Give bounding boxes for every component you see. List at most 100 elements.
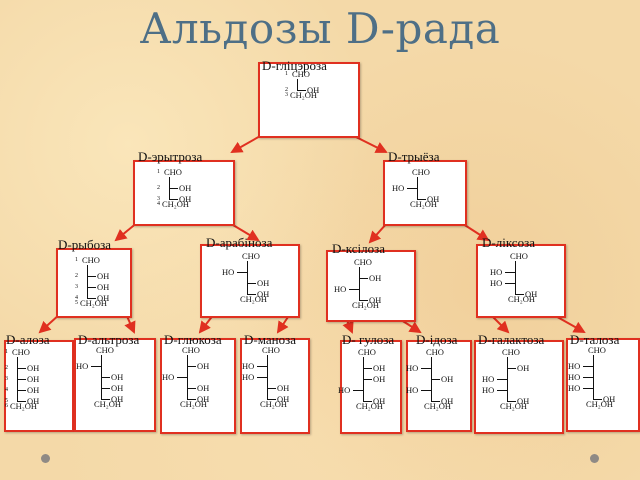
ribose-bond-3	[87, 286, 96, 288]
mannose-box[interactable]	[240, 338, 310, 434]
glucose-oh-2: OH	[197, 360, 210, 371]
mannose-ho-2: HO	[242, 360, 255, 371]
mannose-oh-5: OH	[277, 393, 290, 404]
galactose-oh-5: OH	[517, 395, 530, 406]
allose-bond-3	[17, 378, 26, 380]
ribose-num-last: 5	[75, 300, 78, 306]
talose-ho-3: HO	[568, 371, 581, 382]
glyceraldehyde-oh-2: OH	[307, 84, 320, 95]
xylose-cho: CHO	[354, 257, 372, 267]
xylose-bond-2	[359, 277, 368, 279]
erythrose-num-last: 4	[157, 201, 160, 207]
slide-nav-next-dot[interactable]	[590, 454, 599, 463]
mannose-oh-4: OH	[277, 382, 290, 393]
ribose-num-4: 4	[75, 294, 78, 301]
altrose-oh-4: OH	[111, 382, 124, 393]
altrose-oh-3: OH	[111, 371, 124, 382]
arabinose-ch2oh: CH₂OH	[240, 294, 268, 304]
erythrose-box[interactable]	[133, 160, 235, 226]
erythrose-oh-2: OH	[179, 182, 192, 193]
ribose-box[interactable]	[56, 248, 132, 318]
erythrose-cho: CHO	[164, 167, 182, 177]
ribose-num-1: 1	[75, 257, 78, 263]
gulose-bond-2	[363, 367, 372, 369]
threose-box[interactable]	[383, 160, 467, 226]
lyxose-box[interactable]	[476, 244, 566, 318]
idose-ho-4: HO	[406, 384, 419, 395]
talose-ho-2: HO	[568, 360, 581, 371]
lyxose-ch2oh: CH₂OH	[508, 294, 536, 304]
threose-label: D-трыёза	[388, 149, 440, 164]
idose-bond-2	[421, 367, 431, 369]
arabinose-box[interactable]	[200, 244, 300, 318]
page-title: Альдозы D-рада	[139, 4, 501, 53]
gulose-label: D- гулоза	[342, 332, 395, 347]
mannose-bond-5	[267, 398, 276, 400]
arabinose-label: D-арабіноза	[206, 235, 273, 250]
glyceraldehyde-cho: CHO	[292, 69, 310, 79]
talose-oh-5: OH	[603, 393, 616, 404]
xylose-box[interactable]	[326, 250, 416, 322]
glyceraldehyde-num-2: 2	[285, 86, 288, 93]
glyceraldehyde-box[interactable]	[258, 62, 360, 138]
glyceraldehyde-bond-2	[297, 89, 306, 91]
talose-box[interactable]	[566, 338, 640, 432]
arabinose-cho: CHO	[242, 251, 260, 261]
galactose-ch2oh: CH₂OH	[500, 401, 528, 411]
slide-nav-prev-dot[interactable]	[41, 454, 50, 463]
allose-num-5: 5	[5, 397, 8, 404]
idose-bond-5	[431, 400, 440, 402]
glucose-box[interactable]	[160, 338, 236, 434]
idose-box[interactable]	[406, 340, 472, 432]
mannose-bond-3	[257, 376, 267, 378]
altrose-cho: CHO	[96, 345, 114, 355]
allose-num-last: 6	[5, 403, 8, 409]
glucose-bond-2	[187, 365, 196, 367]
talose-bond-2	[583, 365, 593, 367]
glyceraldehyde-chain-line	[297, 79, 298, 90]
lyxose-cho: CHO	[510, 251, 528, 261]
glucose-bond-4	[187, 387, 196, 389]
xylose-bond-3	[349, 288, 359, 290]
ribose-oh-2: OH	[97, 270, 110, 281]
allose-bond-4	[17, 389, 26, 391]
galactose-bond-4	[497, 389, 507, 391]
mannose-cho: CHO	[262, 345, 280, 355]
arabinose-chain-line	[247, 261, 248, 294]
ribose-num-2: 2	[75, 272, 78, 279]
ribose-bond-2	[87, 275, 96, 277]
gulose-ho-4: HO	[338, 384, 351, 395]
gulose-box[interactable]	[340, 340, 402, 434]
threose-bond-2	[407, 187, 417, 189]
idose-oh-3: OH	[441, 373, 454, 384]
glucose-ch2oh: CH₂OH	[180, 399, 208, 409]
erythrose-bond-3	[169, 198, 178, 200]
galactose-box[interactable]	[474, 340, 564, 434]
allose-cho: CHO	[12, 347, 30, 357]
glyceraldehyde-ch2oh: CH₂OH	[290, 90, 318, 100]
ribose-oh-4: OH	[97, 292, 110, 303]
xylose-oh-4: OH	[369, 294, 382, 305]
glucose-bond-3	[177, 376, 187, 378]
ribose-chain-line	[87, 265, 88, 298]
altrose-ho-2: HO	[76, 360, 89, 371]
allose-bond-2	[17, 367, 26, 369]
lyxose-chain-line	[515, 261, 516, 294]
allose-box[interactable]	[4, 340, 74, 432]
xylose-ch2oh: CH₂OH	[352, 300, 380, 310]
altrose-box[interactable]	[74, 338, 156, 432]
allose-label: D-алоза	[6, 332, 50, 347]
lyxose-bond-2	[505, 271, 515, 273]
glyceraldehyde-num-last: 3	[285, 92, 288, 98]
arabinose-bond-4	[247, 293, 256, 295]
arabinose-ho-2: HO	[222, 266, 235, 277]
allose-ch2oh: CH₂OH	[10, 401, 38, 411]
allose-oh-2: OH	[27, 362, 40, 373]
glyceraldehyde-label: D-гліцэроза	[262, 58, 327, 73]
threose-cho: CHO	[412, 167, 430, 177]
erythrose-num-3: 3	[157, 195, 160, 202]
arrow-glyceraldehyde-erythrose	[230, 134, 263, 153]
lyxose-bond-3	[505, 282, 515, 284]
talose-cho: CHO	[588, 345, 606, 355]
arabinose-oh-4: OH	[257, 288, 270, 299]
